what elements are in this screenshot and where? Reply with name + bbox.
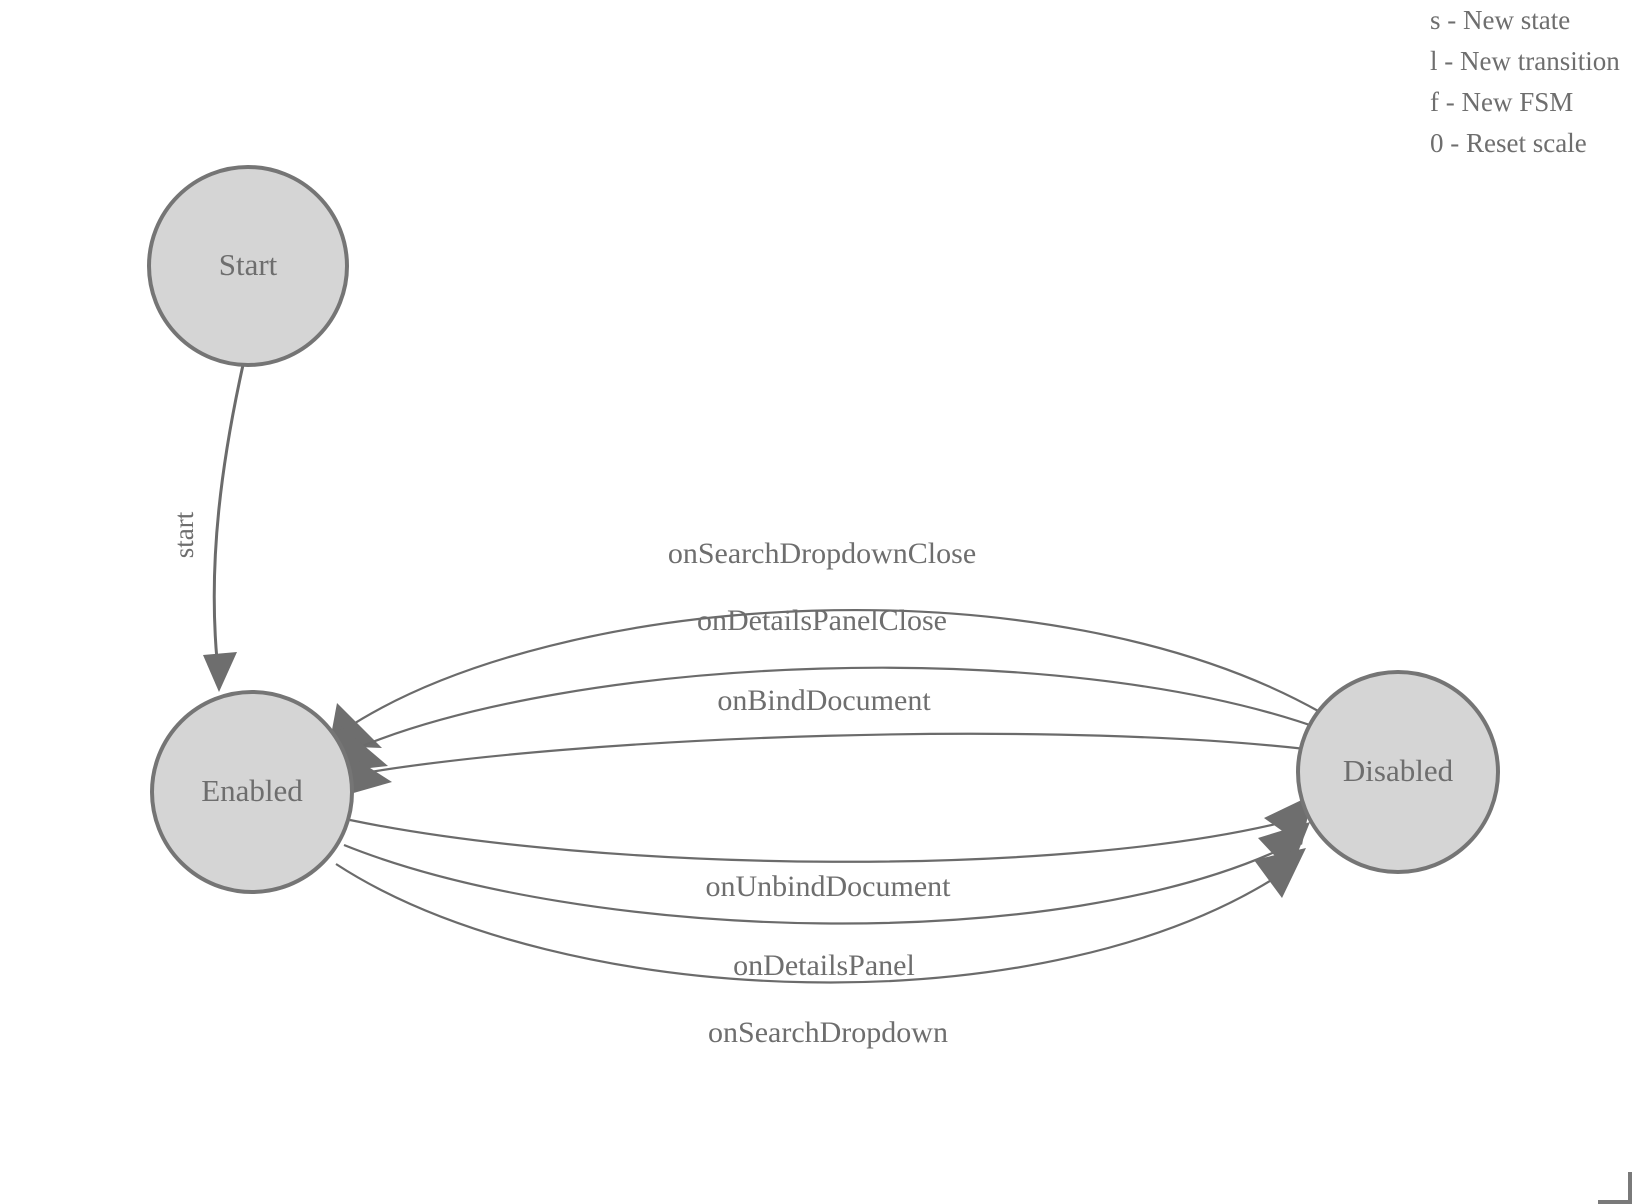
edge-label-on-bind-document: onBindDocument [717, 684, 931, 717]
edge-path-on-search-dropdown [335, 863, 1291, 984]
edge-label-on-details-panel: onDetailsPanel [733, 949, 915, 982]
edge-on-bind-document[interactable]: onBindDocument [343, 684, 1331, 796]
edge-path-on-search-dropdown-close [343, 608, 1321, 731]
edge-on-search-dropdown-close[interactable]: onSearchDropdownClose [329, 537, 1321, 748]
node-enabled-label: Enabled [201, 773, 303, 808]
arrowhead-on-search-dropdown [1254, 848, 1306, 898]
arrowhead-on-bind-document [343, 752, 392, 796]
edge-label-on-search-dropdown: onSearchDropdown [708, 1016, 948, 1049]
edge-label-on-details-panel-close: onDetailsPanelClose [697, 604, 947, 637]
edge-path-on-bind-document [351, 732, 1331, 777]
node-disabled-circle[interactable] [1296, 670, 1500, 874]
edge-label-start: start [169, 511, 199, 558]
node-start-circle[interactable] [147, 165, 349, 367]
edge-path-start [212, 364, 245, 661]
arrowhead-start-to-enabled [203, 652, 237, 692]
node-disabled[interactable]: Disabled [1296, 670, 1500, 874]
node-start[interactable]: Start [147, 165, 349, 367]
node-enabled-circle[interactable] [150, 690, 354, 894]
resize-handle-horizontal-bar [1598, 1200, 1632, 1204]
edge-path-on-unbind-document [349, 816, 1301, 863]
edge-on-details-panel-close[interactable]: onDetailsPanelClose [335, 604, 1325, 772]
node-enabled[interactable]: Enabled [150, 690, 354, 894]
edge-label-on-unbind-document: onUnbindDocument [706, 870, 952, 903]
resize-handle-corner[interactable] [1598, 1172, 1632, 1204]
edge-path-on-details-panel [343, 841, 1297, 925]
node-start-label: Start [219, 247, 278, 282]
arrowhead-on-details-panel [1258, 822, 1310, 872]
node-disabled-label: Disabled [1343, 753, 1454, 788]
edge-start-to-enabled[interactable]: start [169, 364, 245, 692]
edge-path-on-details-panel-close [347, 666, 1325, 754]
resize-handle-vertical-bar [1628, 1172, 1632, 1204]
edge-label-on-search-dropdown-close: onSearchDropdownClose [668, 537, 976, 570]
edge-on-details-panel[interactable]: onDetailsPanel [343, 822, 1310, 982]
edge-on-search-dropdown[interactable]: onSearchDropdown [335, 848, 1306, 1049]
